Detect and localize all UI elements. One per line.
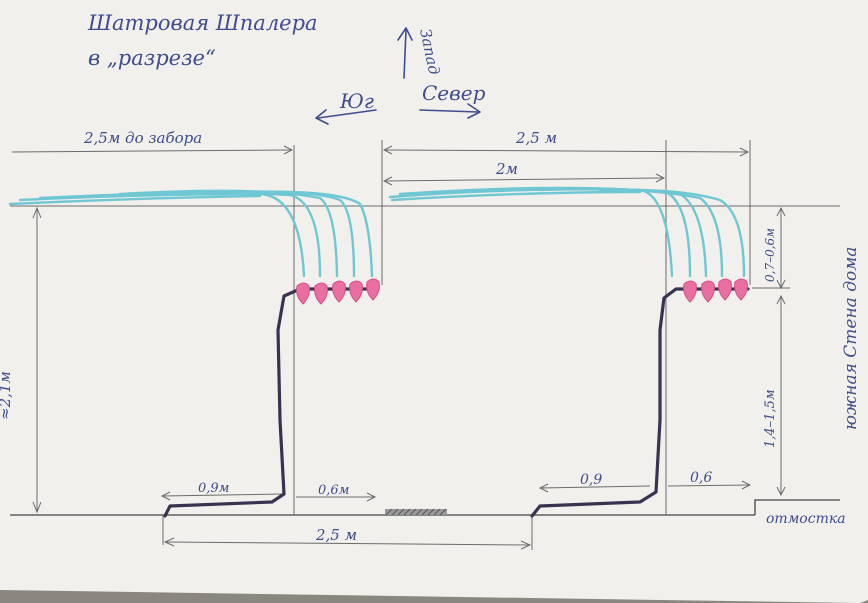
right-vine-trunk [530, 287, 750, 518]
label-left-gap: 0,6м [318, 483, 349, 498]
label-height: ≈2,1м [0, 371, 14, 420]
diagram-title-line1: Шатровая Шпалера [87, 11, 318, 35]
dim-height [32, 206, 42, 514]
dim-trunk-height [776, 294, 786, 497]
west-arrow [397, 27, 413, 79]
label-bottom-span: 2,5 м [315, 526, 357, 544]
ground-hatch [385, 508, 447, 516]
label-wall: южная Стена дома [841, 247, 861, 430]
dim-right-arm [538, 483, 651, 493]
dim-left-gap [296, 492, 377, 502]
left-vine-trunk [163, 287, 380, 518]
north-arrow [419, 103, 481, 119]
right-vine-foliage [388, 186, 746, 278]
label-right-arm: 0,9 [580, 472, 602, 488]
left-vine-foliage [8, 189, 374, 278]
dim-right-gap [667, 480, 752, 490]
south-arrow [315, 109, 377, 125]
label-to-fence: 2,5м до забора [83, 129, 202, 147]
dim-bottom-span [163, 537, 532, 550]
label-canopy-drop: 0,7–0,6м [763, 228, 777, 282]
dim-to-fence [11, 145, 294, 155]
dim-left-arm [160, 491, 283, 501]
label-south: Юг [339, 89, 374, 113]
dim-top-span [382, 145, 750, 157]
diagram-title-line2: в „разрезе“ [88, 46, 216, 70]
label-trunk-height: 1,4–1,5м [763, 389, 778, 448]
left-grape-clusters [296, 278, 380, 305]
blind-area-step [754, 499, 840, 515]
label-canopy-span: 2м [495, 160, 518, 178]
dim-canopy-span [382, 173, 666, 186]
label-left-arm: 0,9м [198, 481, 229, 496]
right-grape-clusters [683, 278, 748, 303]
label-top-span: 2,5 м [515, 129, 557, 147]
label-north: Север [422, 81, 486, 105]
label-right-gap: 0,6 [690, 470, 712, 486]
label-blind-area: отмостка [766, 511, 846, 527]
